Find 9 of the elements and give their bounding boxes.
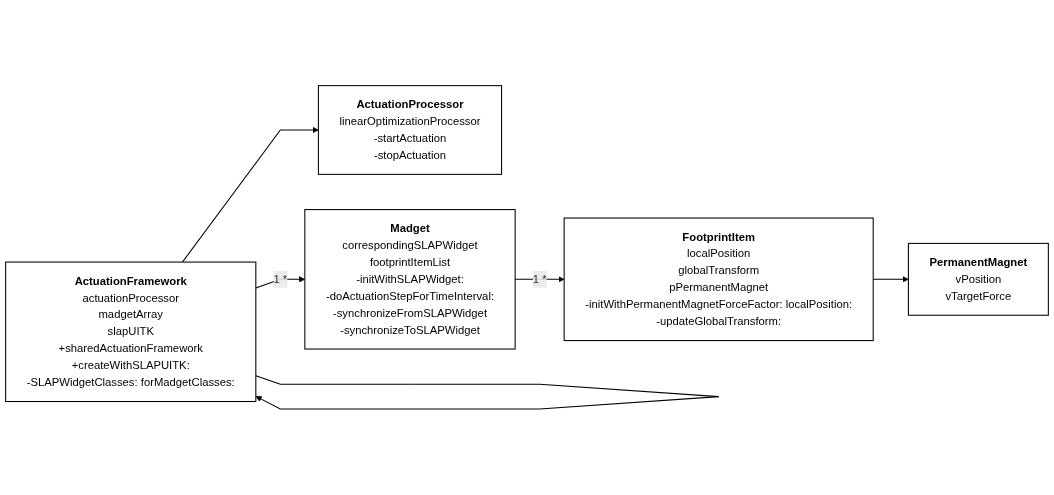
edge-label: 1 * (273, 273, 288, 286)
edge-label: 1 * (532, 273, 547, 286)
node-box: ActuationFramework actuationProcessor madgetArray slapUITK +sharedActuationFramework +createWithSLAPUITK: -SLAPWidgetClasses: forMadgetClasses: (5, 261, 257, 403)
node-box: PermanentMagnet vPosition vTargetForce (907, 243, 1049, 316)
node-box: ActuationProcessor linearOptimizationProcessor -startActuation -stopActuation (317, 85, 503, 176)
node-box: FootprintItem localPosition globalTransform pPermanentMagnet -initWithPermanentMagnetForceFactor: localPosition: -updateGlobalTransform: (563, 217, 874, 342)
arrow (255, 375, 720, 410)
arrow (181, 127, 319, 263)
node-box: Madget correspondingSLAPWidget footprintItemList -initWithSLAPWidget: -doActuationStepForTimeInterval: -synchronizeFromSLAPWidget -synchronizeToSLAPWidget (304, 209, 516, 350)
